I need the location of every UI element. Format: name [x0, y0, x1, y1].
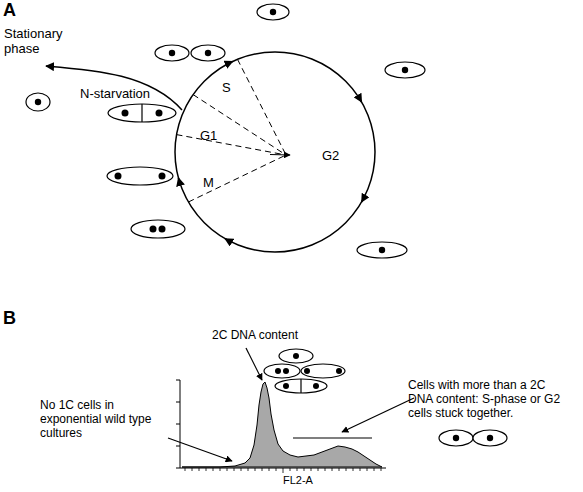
phase-label: G2 — [322, 148, 339, 163]
callout-arrows — [168, 348, 414, 461]
phase-label: M — [203, 175, 214, 190]
axis-label: FL2-A — [283, 474, 313, 487]
phase-label: G1 — [200, 128, 217, 143]
nuclei — [35, 9, 408, 253]
panel-letter: B — [3, 308, 16, 328]
transition-label: N-starvation — [80, 86, 150, 101]
starvation-arrow — [46, 66, 182, 110]
phase-label: S — [222, 80, 231, 95]
axes — [176, 380, 386, 468]
axis-ticks — [185, 468, 381, 473]
annotation-note: Cells with more than a 2C DNA content: S… — [408, 378, 573, 420]
annotation-note: No 1C cells in exponential wild type cul… — [40, 398, 172, 440]
panel-letter: A — [3, 0, 16, 20]
cycle-circle — [175, 52, 375, 252]
center-arrow — [270, 154, 290, 156]
peak-label: 2C DNA content — [212, 328, 298, 342]
cycle-arrows — [178, 61, 365, 242]
phase-boundaries — [177, 59, 287, 202]
stage-label: Stationary phase — [4, 26, 79, 56]
yeast-cells — [26, 4, 425, 258]
